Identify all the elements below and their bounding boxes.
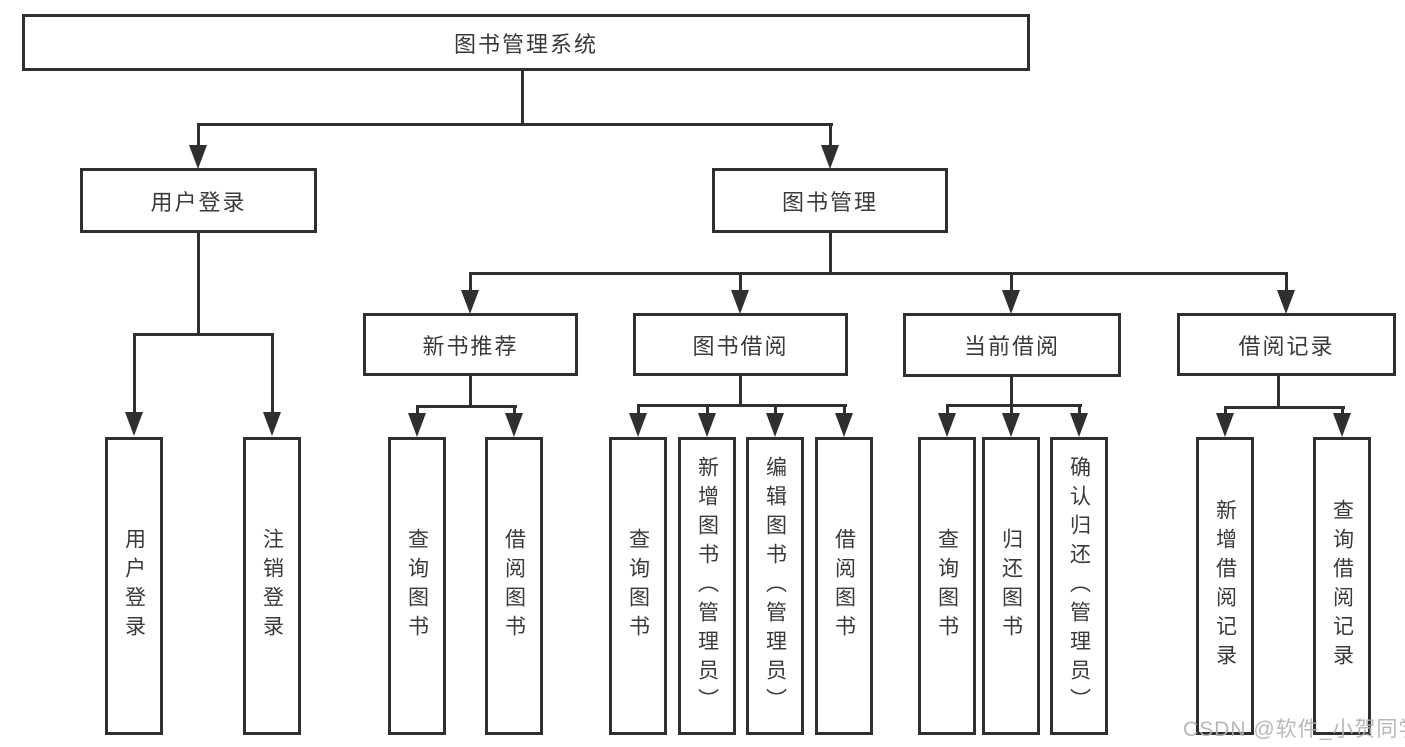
node-leaf-br-query: 查询借阅记录 xyxy=(1313,437,1371,735)
node-leaf-bb-borrow-label: 借阅图书 xyxy=(832,528,856,644)
node-leaf-cb-query-label: 查询图书 xyxy=(935,528,959,644)
connector-l3-stub-2 xyxy=(739,272,742,292)
connector-bb-stub-3 xyxy=(774,404,777,415)
connector-nb-stub-2 xyxy=(513,405,516,415)
node-user-login-label: 用户登录 xyxy=(150,189,247,215)
arrow-to-cb-return xyxy=(1002,413,1020,437)
connector-br-horizontal xyxy=(1224,406,1345,409)
arrow-to-bb-borrow xyxy=(835,413,853,437)
connector-nb-horizontal xyxy=(416,405,517,408)
connector-user-login-vertical xyxy=(197,233,200,336)
connector-book-mgmt-vertical xyxy=(829,233,832,275)
arrow-to-br-add xyxy=(1216,413,1234,437)
node-user-login: 用户登录 xyxy=(80,168,317,233)
connector-user-login-stub-1 xyxy=(133,333,136,413)
arrow-to-cb-query xyxy=(938,413,956,437)
connector-user-login-horizontal xyxy=(133,333,274,336)
connector-l3-stub-3 xyxy=(1010,272,1013,292)
arrow-to-cb-confirm xyxy=(1070,413,1088,437)
node-leaf-cb-return: 归还图书 xyxy=(982,437,1040,735)
node-book-borrow-label: 图书借阅 xyxy=(692,333,789,359)
arrow-to-bb-query xyxy=(629,413,647,437)
node-leaf-br-add: 新增借阅记录 xyxy=(1196,437,1254,735)
node-root: 图书管理系统 xyxy=(22,14,1030,71)
connector-bb-stub-1 xyxy=(637,404,640,415)
connector-bb-stub-4 xyxy=(843,404,846,415)
arrow-to-br-query xyxy=(1333,413,1351,437)
node-leaf-bb-query: 查询图书 xyxy=(609,437,667,735)
arrow-to-bb-add xyxy=(698,413,716,437)
node-leaf-cb-query: 查询图书 xyxy=(918,437,976,735)
arrow-to-nb-query xyxy=(408,413,426,437)
node-leaf-bb-edit: 编辑图书（管理员） xyxy=(746,437,804,735)
node-leaf-cb-confirm-label: 确认归还（管理员） xyxy=(1067,455,1091,717)
node-current-borrow: 当前借阅 xyxy=(903,313,1121,377)
node-leaf-cb-confirm: 确认归还（管理员） xyxy=(1050,437,1108,735)
node-book-mgmt-label: 图书管理 xyxy=(781,189,878,215)
node-leaf-bb-query-label: 查询图书 xyxy=(626,528,650,644)
node-book-borrow: 图书借阅 xyxy=(633,313,848,376)
node-leaf-nb-query-label: 查询图书 xyxy=(405,528,429,644)
node-new-book-rec-label: 新书推荐 xyxy=(422,333,519,359)
connector-root-right-stub xyxy=(829,123,832,148)
node-root-label: 图书管理系统 xyxy=(453,31,598,57)
node-leaf-logout-label: 注销登录 xyxy=(260,528,284,644)
node-leaf-bb-borrow: 借阅图书 xyxy=(815,437,873,735)
connector-cb-stub-1 xyxy=(946,404,949,415)
connector-bb-horizontal xyxy=(637,404,847,407)
node-new-book-rec: 新书推荐 xyxy=(363,313,578,376)
connector-br-stub-2 xyxy=(1341,406,1344,415)
arrow-to-borrow-records xyxy=(1277,290,1295,314)
connector-cb-stub-2 xyxy=(1010,404,1013,415)
connector-l3-stub-4 xyxy=(1285,272,1288,292)
arrow-to-bb-edit xyxy=(766,413,784,437)
arrow-to-nb-borrow xyxy=(505,413,523,437)
connector-root-vertical xyxy=(521,71,524,126)
connector-bb-stub-2 xyxy=(706,404,709,415)
node-leaf-nb-query: 查询图书 xyxy=(388,437,446,735)
node-leaf-bb-edit-label: 编辑图书（管理员） xyxy=(763,455,787,717)
arrow-to-book-borrow xyxy=(731,290,749,314)
connector-br-stub-1 xyxy=(1224,406,1227,415)
node-book-mgmt: 图书管理 xyxy=(712,168,948,233)
node-leaf-cb-return-label: 归还图书 xyxy=(999,528,1023,644)
node-leaf-br-add-label: 新增借阅记录 xyxy=(1213,499,1237,673)
node-borrow-records: 借阅记录 xyxy=(1177,313,1396,376)
connector-root-left-stub xyxy=(197,123,200,148)
connector-nb-stub-1 xyxy=(416,405,419,415)
connector-user-login-stub-2 xyxy=(271,333,274,413)
node-leaf-user-login-label: 用户登录 xyxy=(122,528,146,644)
arrow-to-user-login xyxy=(189,145,207,169)
connector-nb-vertical xyxy=(469,376,472,408)
node-borrow-records-label: 借阅记录 xyxy=(1238,333,1335,359)
connector-cb-horizontal xyxy=(946,404,1082,407)
node-leaf-user-login: 用户登录 xyxy=(105,437,163,735)
csdn-watermark: CSDN @软件_小贺同学 xyxy=(1183,718,1405,741)
connector-book-mgmt-horizontal xyxy=(469,272,1288,275)
arrow-to-leaf-user-login xyxy=(125,412,143,436)
arrow-to-new-book-rec xyxy=(461,290,479,314)
node-leaf-br-query-label: 查询借阅记录 xyxy=(1330,499,1354,673)
connector-bb-vertical xyxy=(739,376,742,407)
node-leaf-nb-borrow-label: 借阅图书 xyxy=(502,528,526,644)
connector-cb-vertical xyxy=(1010,377,1013,407)
connector-l3-stub-1 xyxy=(469,272,472,292)
connector-cb-stub-3 xyxy=(1078,404,1081,415)
node-leaf-nb-borrow: 借阅图书 xyxy=(485,437,543,735)
arrow-to-current-borrow xyxy=(1002,290,1020,314)
node-current-borrow-label: 当前借阅 xyxy=(963,334,1060,359)
arrow-to-leaf-logout xyxy=(263,412,281,436)
connector-br-vertical xyxy=(1277,376,1280,409)
node-leaf-bb-add: 新增图书（管理员） xyxy=(678,437,736,735)
connector-root-horizontal xyxy=(197,123,833,126)
arrow-to-book-mgmt xyxy=(821,145,839,169)
node-leaf-logout: 注销登录 xyxy=(243,437,301,735)
node-leaf-bb-add-label: 新增图书（管理员） xyxy=(695,455,719,717)
